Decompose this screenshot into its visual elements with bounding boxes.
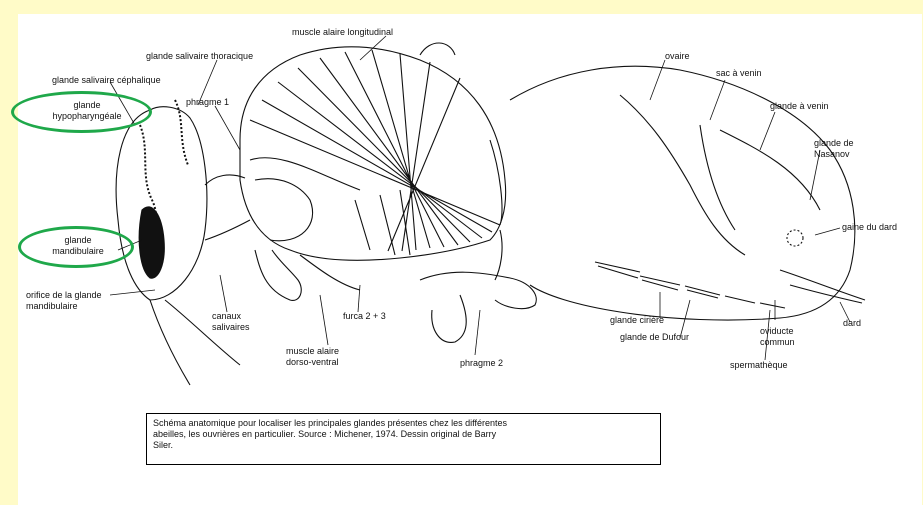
- label-muscle-dorso-line2: dorso-ventral: [286, 357, 339, 368]
- label-nasanov-line2: Nasanov: [814, 149, 854, 160]
- label-orifice-glande-mandibulaire: orifice de la glande mandibulaire: [26, 290, 102, 312]
- label-spermatheque: spermathèque: [730, 360, 788, 371]
- label-glande-salivaire-cephalique: glande salivaire céphalique: [52, 75, 161, 86]
- label-sac-a-venin: sac à venin: [716, 68, 762, 79]
- label-glande-a-venin: glande à venin: [770, 101, 829, 112]
- venom-gland: [720, 130, 820, 210]
- thorax-outline: [240, 47, 506, 261]
- label-orifice-line1: orifice de la glande: [26, 290, 102, 301]
- longitudinal-muscle: [250, 50, 500, 251]
- label-furca: furca 2 + 3: [343, 311, 386, 322]
- label-dard: dard: [843, 318, 861, 329]
- ovary: [620, 95, 745, 255]
- caption-line1: Schéma anatomique pour localiser les pri…: [153, 418, 654, 429]
- label-phragme-1: phragme 1: [186, 97, 229, 108]
- label-canaux-salivaires: canaux salivaires: [212, 311, 250, 333]
- label-ovaire: ovaire: [665, 51, 690, 62]
- head-outline: [116, 107, 207, 300]
- highlight-ring-mandibulaire: [18, 226, 134, 268]
- mandibular-gland: [139, 207, 164, 278]
- label-gaine-du-dard: gaine du dard: [842, 222, 897, 233]
- label-glande-ciriere: glande cirière: [610, 315, 664, 326]
- label-muscle-alaire-dorso-ventral: muscle alaire dorso-ventral: [286, 346, 339, 368]
- label-oviducte-line2: commun: [760, 337, 795, 348]
- label-glande-de-nasanov: glande de Nasanov: [814, 138, 854, 160]
- highlight-ring-hypopharyngeale: [11, 91, 152, 133]
- label-phragme-2: phragme 2: [460, 358, 503, 369]
- label-nasanov-line1: glande de: [814, 138, 854, 149]
- sting: [780, 270, 865, 300]
- label-muscle-dorso-line1: muscle alaire: [286, 346, 339, 357]
- label-muscle-alaire-longitudinal: muscle alaire longitudinal: [292, 27, 393, 38]
- caption-line2: abeilles, les ouvrières en particulier. …: [153, 429, 654, 440]
- label-glande-de-dufour: glande de Dufour: [620, 332, 689, 343]
- label-oviducte-line1: oviducte: [760, 326, 795, 337]
- caption-box: Schéma anatomique pour localiser les pri…: [146, 413, 661, 465]
- leg-1: [255, 250, 301, 300]
- label-glande-salivaire-thoracique: glande salivaire thoracique: [146, 51, 253, 62]
- label-oviducte-commun: oviducte commun: [760, 326, 795, 348]
- label-orifice-line2: mandibulaire: [26, 301, 102, 312]
- label-canaux-line2: salivaires: [212, 322, 250, 333]
- caption-line3: Siler.: [153, 440, 654, 451]
- nerve-cord: [420, 272, 536, 308]
- label-canaux-line1: canaux: [212, 311, 250, 322]
